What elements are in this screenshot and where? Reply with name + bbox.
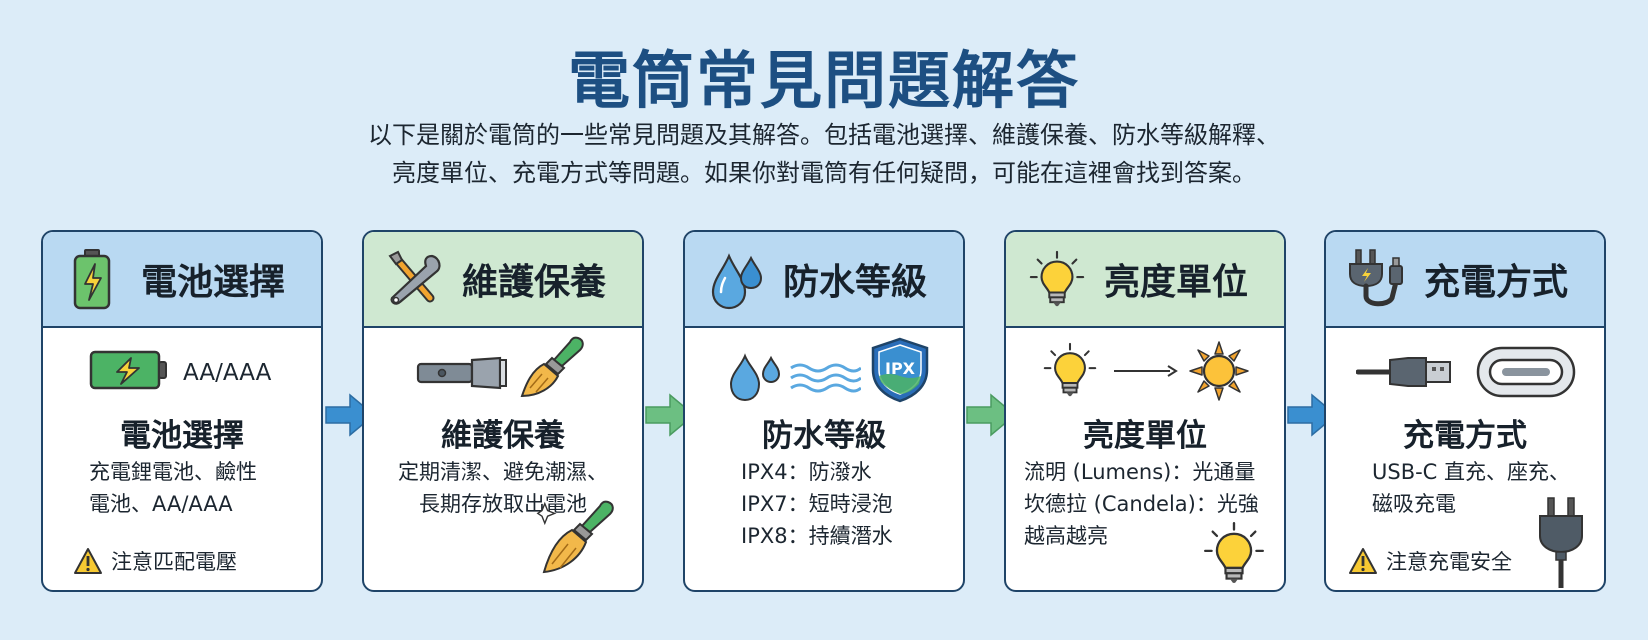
card-battery-warning: 注意匹配電壓 bbox=[73, 546, 237, 576]
card-charging-warning: 注意充電安全 bbox=[1348, 546, 1512, 576]
battery-charging-icon bbox=[65, 248, 123, 310]
card-charging-desc: USB-C 直充、座充、 磁吸充電 bbox=[1372, 456, 1570, 520]
card-maintenance-desc-line-1: 定期清潔、避免潮濕、 bbox=[398, 460, 608, 484]
card-maintenance-mid-icons bbox=[364, 336, 642, 402]
subtitle-line-1: 以下是關於電筒的一些常見問題及其解答。包括電池選擇、維護保養、防水等級解釋、 bbox=[368, 121, 1280, 149]
card-maintenance-desc-line-2: 長期存放取出電池 bbox=[419, 492, 587, 516]
flow-arrow-2 bbox=[644, 391, 696, 439]
card-brightness-desc-line-1: 流明 (Lumens)：光通量 bbox=[1024, 460, 1256, 484]
card-battery-body: AA/AAA 電池選擇 充電鋰電池、鹼性 電池、AA/AAA 注意匹配電壓 bbox=[43, 328, 321, 590]
arrow-right-icon bbox=[1114, 365, 1178, 377]
card-charging-title: 充電方式 bbox=[1424, 262, 1569, 303]
card-charging: 充電方式 充電方式 USB-C 直充、座充、 磁吸充電 注意充電安全 bbox=[1324, 230, 1606, 592]
flashlight-icon bbox=[416, 356, 507, 390]
corner-bulb-icon bbox=[1202, 520, 1266, 586]
card-maintenance-body: 維護保養 定期清潔、避免潮濕、 長期存放取出電池 bbox=[364, 328, 642, 590]
card-brightness-body: 亮度單位 流明 (Lumens)：光通量 坎德拉 (Candela)：光強 越高… bbox=[1006, 328, 1284, 590]
card-maintenance: 維護保養 維護保養 定期清潔、避免潮濕、 長期存放取出電池 bbox=[362, 230, 644, 592]
subtitle-line-2: 亮度單位、充電方式等問題。如果你對電筒有任何疑問，可能在這裡會找到答案。 bbox=[392, 159, 1256, 187]
light-bulb-icon bbox=[1028, 248, 1086, 310]
battery-icon bbox=[89, 350, 167, 390]
card-waterproof-mid-icons: IPX bbox=[685, 337, 963, 403]
small-bulb-icon bbox=[1042, 342, 1098, 398]
card-waterproof-desc-line-3: IPX8：持續潛水 bbox=[741, 524, 893, 548]
card-brightness-title: 亮度單位 bbox=[1104, 262, 1249, 303]
card-battery-desc-line-1: 充電鋰電池、鹼性 bbox=[89, 460, 257, 484]
plug-icon bbox=[1348, 248, 1406, 310]
card-waterproof: 防水等級 IPX 防水等級 IPX4：防潑水 IPX7：短時浸泡 IPX8 bbox=[683, 230, 965, 592]
card-charging-body: 充電方式 USB-C 直充、座充、 磁吸充電 注意充電安全 bbox=[1326, 328, 1604, 590]
card-brightness: 亮度單位 亮度單位 bbox=[1004, 230, 1286, 592]
card-battery-warning-text: 注意匹配電壓 bbox=[111, 550, 237, 574]
ipx-shield-icon bbox=[871, 337, 929, 403]
card-maintenance-header: 維護保養 bbox=[364, 232, 642, 328]
card-charging-warning-text: 注意充電安全 bbox=[1386, 550, 1512, 574]
page-subtitle: 以下是關於電筒的一些常見問題及其解答。包括電池選擇、維護保養、防水等級解釋、 亮… bbox=[0, 116, 1648, 192]
ipx-badge-label: IPX bbox=[884, 359, 915, 378]
card-waterproof-desc-line-2: IPX7：短時浸泡 bbox=[741, 492, 893, 516]
tools-icon bbox=[386, 248, 444, 310]
card-maintenance-desc: 定期清潔、避免潮濕、 長期存放取出電池 bbox=[364, 456, 642, 520]
card-charging-desc-line-1: USB-C 直充、座充、 bbox=[1372, 460, 1571, 484]
page-title: 電筒常見問題解答 bbox=[567, 44, 1080, 117]
card-brightness-desc-line-2: 坎德拉 (Candela)：光強 bbox=[1024, 492, 1259, 516]
card-battery: 電池選擇 AA/AAA 電池選擇 充電鋰電池、鹼性 電池、AA/AAA 注意匹配… bbox=[41, 230, 323, 592]
card-waterproof-subtitle: 防水等級 bbox=[762, 418, 886, 454]
card-brightness-mid-icons bbox=[1006, 341, 1284, 402]
card-waterproof-title: 防水等級 bbox=[783, 262, 928, 303]
card-waterproof-desc: IPX4：防潑水 IPX7：短時浸泡 IPX8：持續潛水 bbox=[741, 456, 893, 552]
card-charging-mid-icons bbox=[1326, 342, 1604, 402]
card-charging-desc-line-2: 磁吸充電 bbox=[1372, 492, 1456, 516]
water-drops-icon bbox=[707, 248, 765, 310]
usb-c-port-icon bbox=[1476, 346, 1576, 398]
card-battery-subtitle: 電池選擇 bbox=[120, 418, 244, 454]
card-battery-desc-line-2: 電池、AA/AAA bbox=[89, 492, 233, 516]
card-battery-mid-icons: AA/AAA bbox=[43, 342, 321, 402]
card-brightness-desc: 流明 (Lumens)：光通量 坎德拉 (Candela)：光強 越高越亮 bbox=[1024, 456, 1259, 552]
water-drop-icon bbox=[729, 353, 781, 402]
card-battery-title: 電池選擇 bbox=[141, 262, 286, 303]
battery-type-label: AA/AAA bbox=[183, 360, 272, 386]
power-plug-icon bbox=[1539, 497, 1583, 588]
card-waterproof-header: 防水等級 bbox=[685, 232, 963, 328]
card-battery-header: 電池選擇 bbox=[43, 232, 321, 328]
flow-arrow-3 bbox=[965, 391, 1017, 439]
card-brightness-header: 亮度單位 bbox=[1006, 232, 1284, 328]
warning-icon bbox=[1348, 547, 1378, 575]
card-battery-desc: 充電鋰電池、鹼性 電池、AA/AAA bbox=[89, 456, 257, 520]
card-maintenance-subtitle: 維護保養 bbox=[441, 418, 565, 454]
sun-icon bbox=[1189, 341, 1249, 401]
card-charging-subtitle: 充電方式 bbox=[1403, 418, 1527, 454]
card-charging-header: 充電方式 bbox=[1326, 232, 1604, 328]
card-waterproof-body: IPX 防水等級 IPX4：防潑水 IPX7：短時浸泡 IPX8：持續潛水 bbox=[685, 328, 963, 590]
card-maintenance-title: 維護保養 bbox=[462, 262, 607, 303]
card-brightness-desc-line-3: 越高越亮 bbox=[1024, 524, 1108, 548]
usb-cable-icon bbox=[1356, 357, 1451, 387]
waves-icon bbox=[790, 363, 861, 393]
card-brightness-subtitle: 亮度單位 bbox=[1083, 418, 1207, 454]
cleaning-brush-icon bbox=[536, 500, 614, 574]
card-waterproof-desc-line-1: IPX4：防潑水 bbox=[741, 460, 872, 484]
warning-icon bbox=[73, 547, 103, 575]
brush-icon bbox=[520, 336, 584, 398]
